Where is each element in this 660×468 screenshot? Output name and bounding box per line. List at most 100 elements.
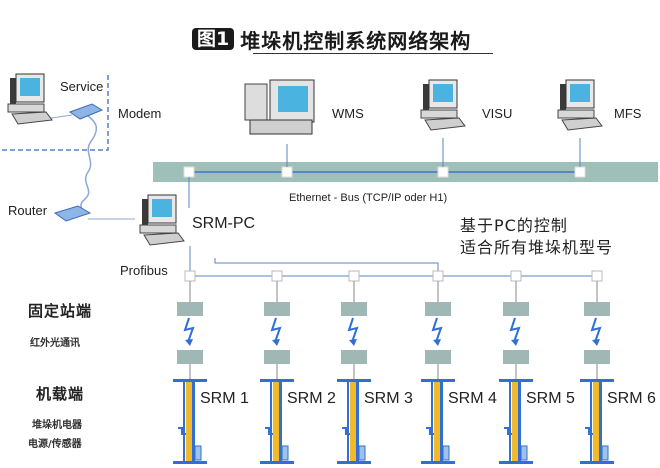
control-cabinet-icon-3 xyxy=(442,445,450,461)
node-label-router: Router xyxy=(8,203,48,218)
mast-top-0 xyxy=(173,379,207,382)
srm-label: SRM 3 xyxy=(364,390,413,407)
profibus-port-4 xyxy=(510,270,522,282)
wms-cabinet-icon xyxy=(244,83,268,121)
ir-signal-icon-3 xyxy=(431,317,443,343)
wms-keyboard-icon xyxy=(249,119,313,135)
ir-arrow-icon-2 xyxy=(349,339,357,346)
mast-yellow-0 xyxy=(186,382,192,462)
bus-port-1 xyxy=(281,166,293,178)
carriage-icon-2 xyxy=(342,427,350,435)
label-onboard: 机载端 xyxy=(36,385,85,403)
profibus-port-2 xyxy=(348,270,360,282)
ir-arrow-icon-5 xyxy=(592,339,600,346)
mast-blue-3 xyxy=(440,382,443,462)
mast-top-3 xyxy=(421,379,455,382)
ir-signal-icon-2 xyxy=(347,317,359,343)
mast-left-2 xyxy=(347,382,349,462)
onboard-ir-module-2 xyxy=(341,350,367,364)
mast-top-4 xyxy=(499,379,533,382)
control-cabinet-icon-5 xyxy=(601,445,609,461)
srm-label: SRM 5 xyxy=(526,390,575,407)
mast-top-5 xyxy=(580,379,614,382)
srm-pc-screen-icon xyxy=(152,199,172,217)
mast-base-0 xyxy=(173,461,207,464)
node-label-mfs: MFS xyxy=(614,106,642,121)
mfs-pc-keyboard-icon xyxy=(561,117,603,131)
visu-pc-keyboard-icon xyxy=(424,117,466,131)
title-underline xyxy=(253,53,493,54)
bus-label: Ethernet - Bus (TCP/IP oder H1) xyxy=(289,192,448,204)
label-stacker-electrical: 堆垛机电器 xyxy=(32,420,82,431)
ir-arrow-icon-0 xyxy=(185,339,193,346)
wms-screen-icon xyxy=(278,86,308,112)
srm-label: SRM 4 xyxy=(448,390,497,407)
profibus-link xyxy=(214,258,439,276)
figure-title-text: 堆垛机控制系统网络架构 xyxy=(240,28,472,53)
mast-base-1 xyxy=(260,461,294,464)
onboard-ir-module-0 xyxy=(177,350,203,364)
figure-badge: 图1 xyxy=(192,28,235,50)
srm-pc-tower-icon xyxy=(142,199,148,229)
mast-yellow-4 xyxy=(512,382,518,462)
profibus-port-1 xyxy=(271,270,283,282)
figure-title: 图1 堆垛机控制系统网络架构 xyxy=(192,26,472,53)
mfs-pc-base-icon xyxy=(557,109,595,119)
mast-yellow-5 xyxy=(593,382,599,462)
ir-arrow-icon-4 xyxy=(511,339,519,346)
mast-blue-0 xyxy=(192,382,195,462)
service-boundary xyxy=(0,75,109,151)
carriage-icon-1 xyxy=(265,427,273,435)
carriage-icon-3 xyxy=(426,427,434,435)
service-pc-keyboard-icon xyxy=(11,111,53,125)
visu-pc-base-icon xyxy=(420,109,458,119)
mast-yellow-2 xyxy=(350,382,356,462)
node-label-profibus: Profibus xyxy=(120,263,168,278)
mast-base-5 xyxy=(580,461,614,464)
fixed-ir-module-4 xyxy=(503,302,529,316)
mfs-pc-screen-icon xyxy=(570,84,590,102)
control-cabinet-icon-0 xyxy=(194,445,202,461)
control-cabinet-icon-4 xyxy=(520,445,528,461)
note-line-2: 适合所有堆垛机型号 xyxy=(460,238,614,257)
control-cabinet-icon-2 xyxy=(358,445,366,461)
mfs-pc-tower-icon xyxy=(560,84,566,114)
onboard-ir-module-1 xyxy=(264,350,290,364)
node-label-modem: Modem xyxy=(118,106,162,121)
mast-blue-4 xyxy=(518,382,521,462)
profibus-port-5 xyxy=(591,270,603,282)
onboard-ir-module-5 xyxy=(584,350,610,364)
mast-blue-1 xyxy=(279,382,282,462)
mast-left-3 xyxy=(431,382,433,462)
mast-left-5 xyxy=(590,382,592,462)
onboard-ir-module-3 xyxy=(425,350,451,364)
profibus-port-0 xyxy=(184,270,196,282)
fixed-ir-module-2 xyxy=(341,302,367,316)
modem-router-cable xyxy=(80,115,98,215)
label-fixed-station: 固定站端 xyxy=(28,302,93,320)
node-label-visu: VISU xyxy=(482,106,513,121)
ir-signal-icon-4 xyxy=(509,317,521,343)
ir-arrow-icon-3 xyxy=(433,339,441,346)
carriage-icon-4 xyxy=(504,427,512,435)
note-line-1: 基于PC的控制 xyxy=(460,216,568,235)
node-label-wms: WMS xyxy=(332,106,364,121)
ir-signal-icon-0 xyxy=(183,317,195,343)
srm-pc-base-icon xyxy=(139,224,177,234)
visu-pc-tower-icon xyxy=(423,84,429,114)
service-pc-base-icon xyxy=(7,103,45,113)
fixed-ir-module-1 xyxy=(264,302,290,316)
fixed-ir-module-0 xyxy=(177,302,203,316)
srm-label: SRM 1 xyxy=(200,390,249,407)
mast-left-1 xyxy=(270,382,272,462)
fixed-ir-module-3 xyxy=(425,302,451,316)
fixed-ir-module-5 xyxy=(584,302,610,316)
control-cabinet-icon-1 xyxy=(281,445,289,461)
label-power-sensor: 电源/传感器 xyxy=(28,439,82,450)
mast-base-3 xyxy=(421,461,455,464)
ir-signal-icon-1 xyxy=(270,317,282,343)
srm-label: SRM 2 xyxy=(287,390,336,407)
ir-arrow-icon-1 xyxy=(272,339,280,346)
bus-port-2 xyxy=(437,166,449,178)
